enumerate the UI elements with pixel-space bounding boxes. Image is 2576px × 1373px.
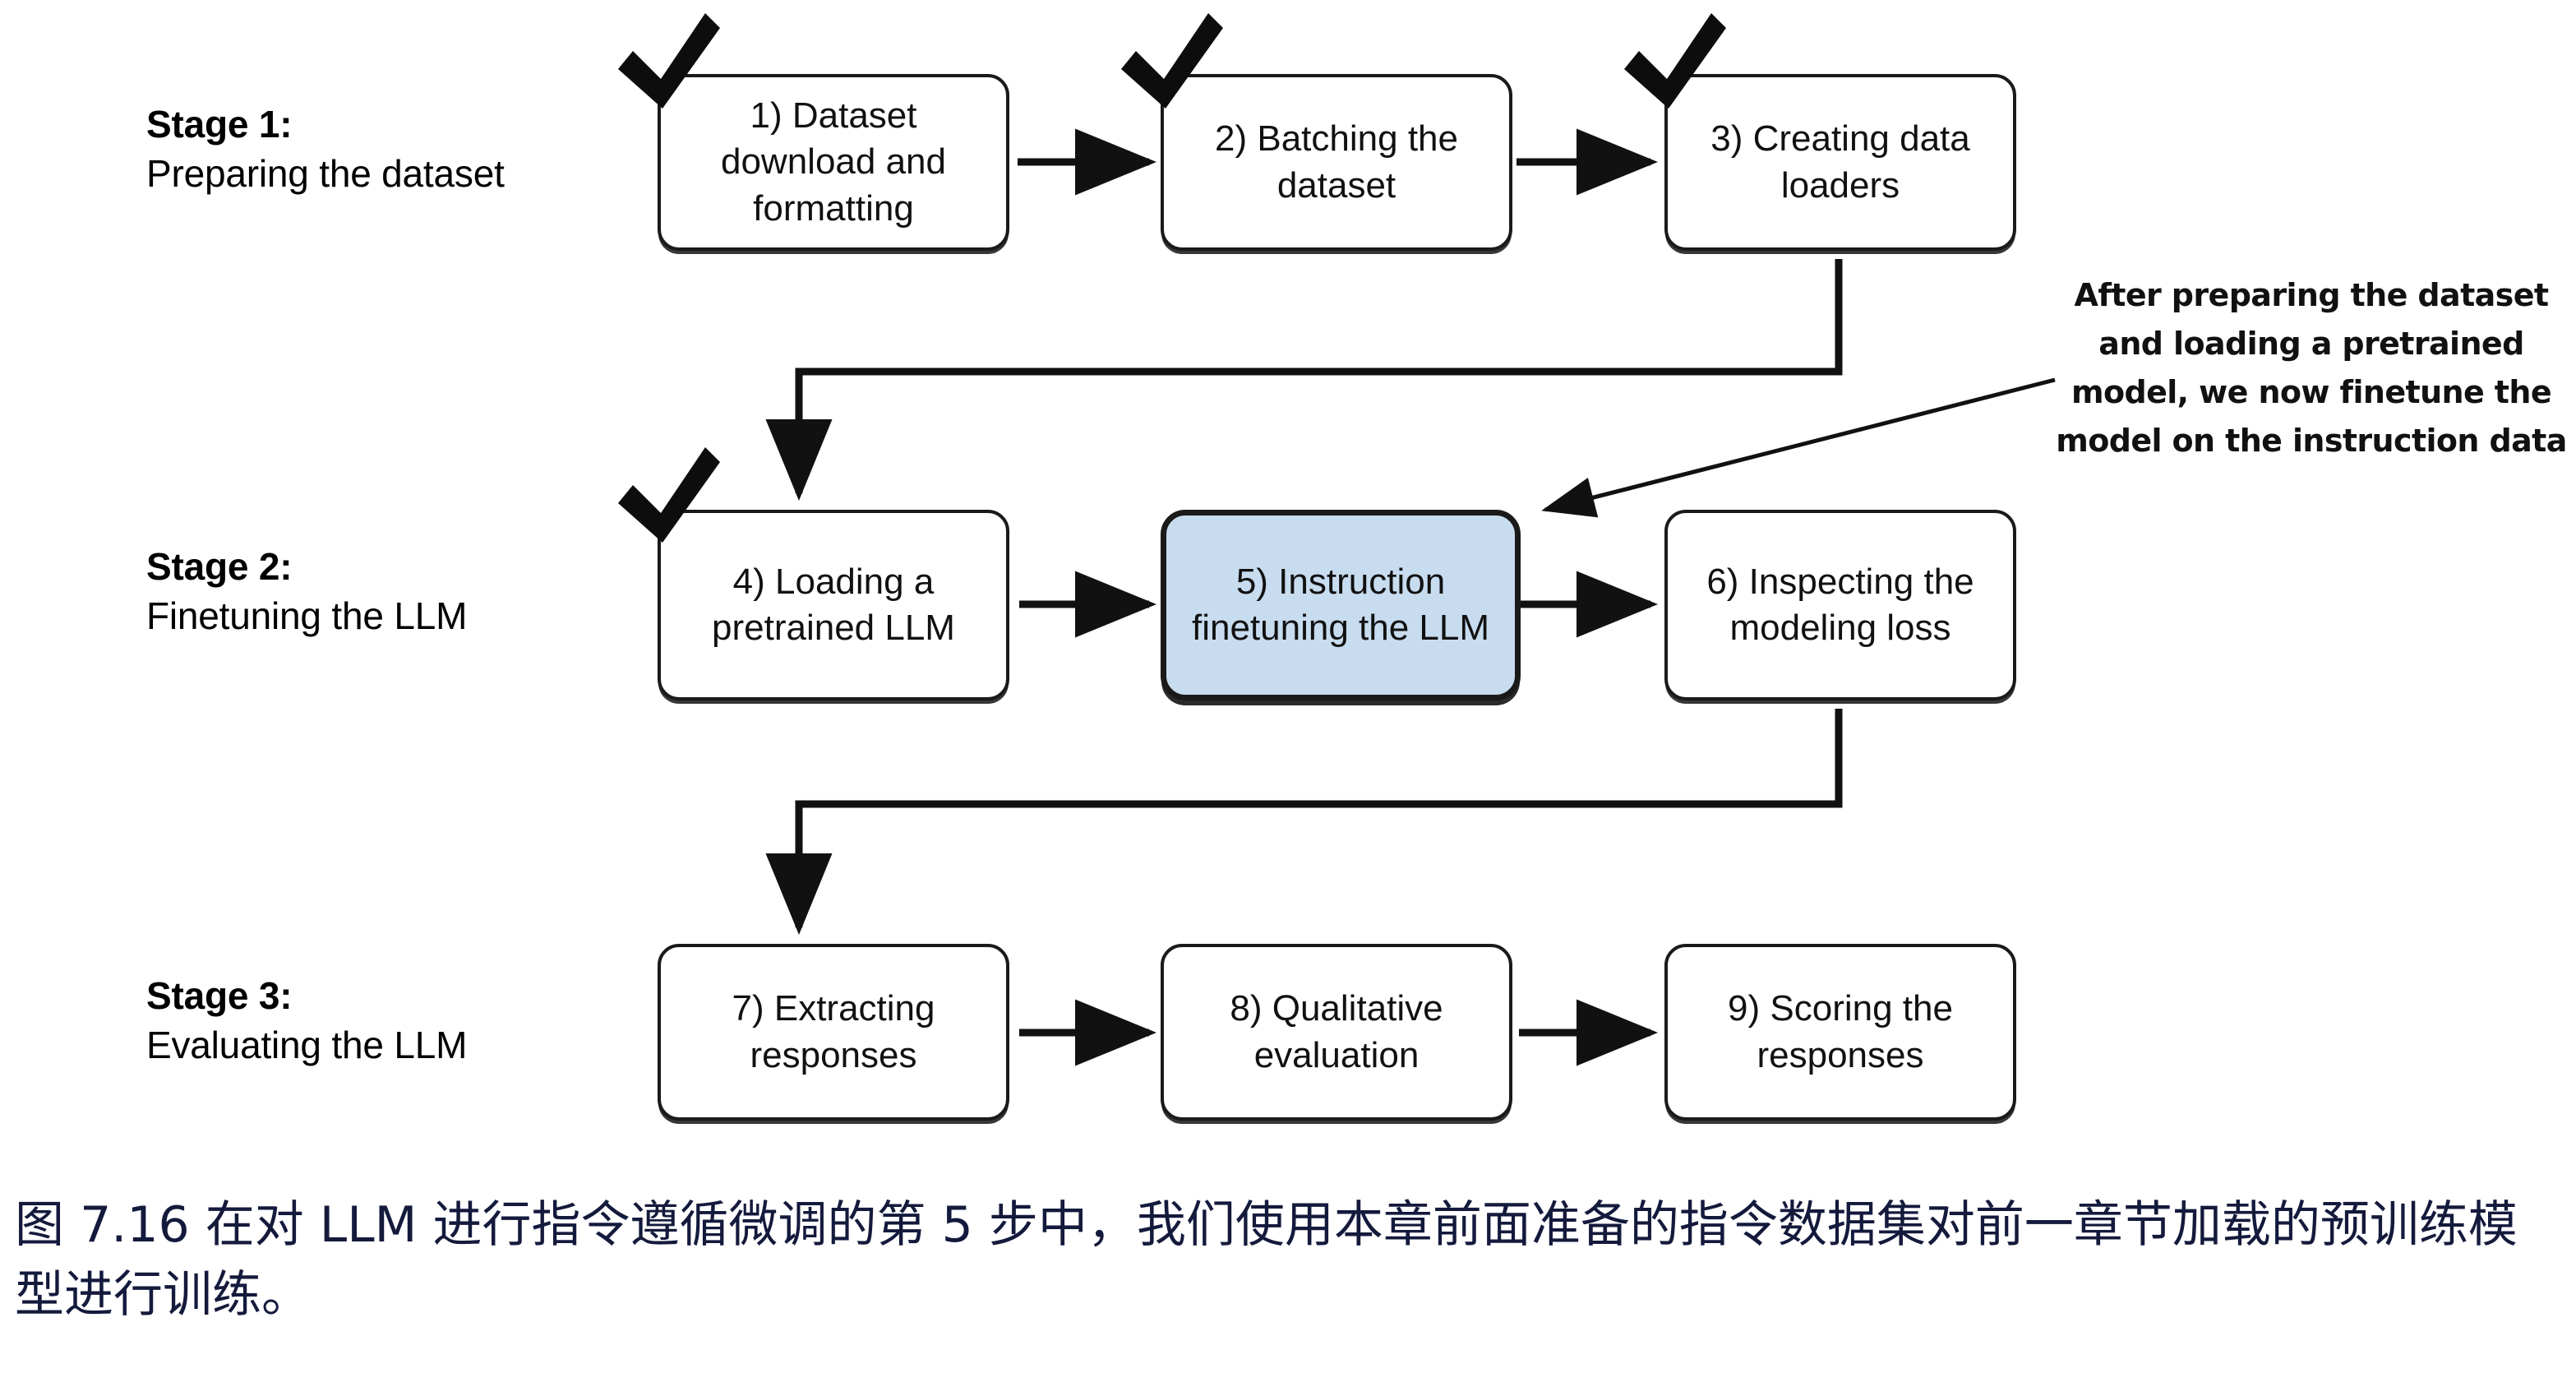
step-box-5[interactable]: 5) Instruction finetuning the LLM (1161, 510, 1521, 700)
step-box-8-label: 8) Qualitative evaluation (1230, 988, 1443, 1075)
step-box-9-label: 9) Scoring the responses (1728, 988, 1953, 1075)
stage-3-subtitle: Evaluating the LLM (146, 1023, 468, 1066)
checkmark-icon-step-4 (615, 444, 722, 559)
stage-1-subtitle: Preparing the dataset (146, 151, 505, 195)
step-box-7[interactable]: 7) Extracting responses (658, 944, 1009, 1121)
stage-1-title: Stage 1: (146, 103, 293, 146)
stage-3-title: Stage 3: (146, 974, 293, 1017)
step-box-1-label: 1) Dataset download and formatting (720, 95, 946, 229)
stage-2-subtitle: Finetuning the LLM (146, 594, 468, 637)
arrow-step3-to-step4 (765, 259, 1843, 501)
annotation-leader-line (1541, 377, 2056, 518)
stage-label-2: Stage 2: Finetuning the LLM (146, 543, 467, 641)
step-box-7-label: 7) Extracting responses (732, 988, 935, 1075)
step-box-4-label: 4) Loading a pretrained LLM (712, 561, 955, 648)
checkmark-icon-step-3 (1621, 10, 1728, 125)
step-box-3[interactable]: 3) Creating data loaders (1664, 74, 2016, 251)
stage-2-title: Stage 2: (146, 545, 293, 588)
annotation-note: After preparing the dataset and loading … (2056, 277, 2567, 459)
step-box-2[interactable]: 2) Batching the dataset (1161, 74, 1512, 251)
step-box-6[interactable]: 6) Inspecting the modeling loss (1664, 510, 2016, 700)
step-box-1[interactable]: 1) Dataset download and formatting (658, 74, 1009, 251)
stage-label-3: Stage 3: Evaluating the LLM (146, 972, 467, 1070)
arrow-step6-to-step7 (765, 709, 1843, 935)
stage-label-1: Stage 1: Preparing the dataset (146, 100, 505, 199)
step-box-4[interactable]: 4) Loading a pretrained LLM (658, 510, 1009, 700)
step-box-6-label: 6) Inspecting the modeling loss (1706, 561, 1974, 648)
step-box-5-label: 5) Instruction finetuning the LLM (1191, 561, 1490, 648)
checkmark-icon-step-1 (615, 10, 722, 125)
checkmark-icon-step-2 (1118, 10, 1225, 125)
step-box-8[interactable]: 8) Qualitative evaluation (1161, 944, 1512, 1121)
step-box-3-label: 3) Creating data loaders (1710, 118, 1970, 206)
step-box-9[interactable]: 9) Scoring the responses (1664, 944, 2016, 1121)
step-box-2-label: 2) Batching the dataset (1215, 118, 1458, 206)
figure-caption: 图 7.16 在对 LLM 进行指令遵循微调的第 5 步中，我们使用本章前面准备… (15, 1196, 2518, 1324)
